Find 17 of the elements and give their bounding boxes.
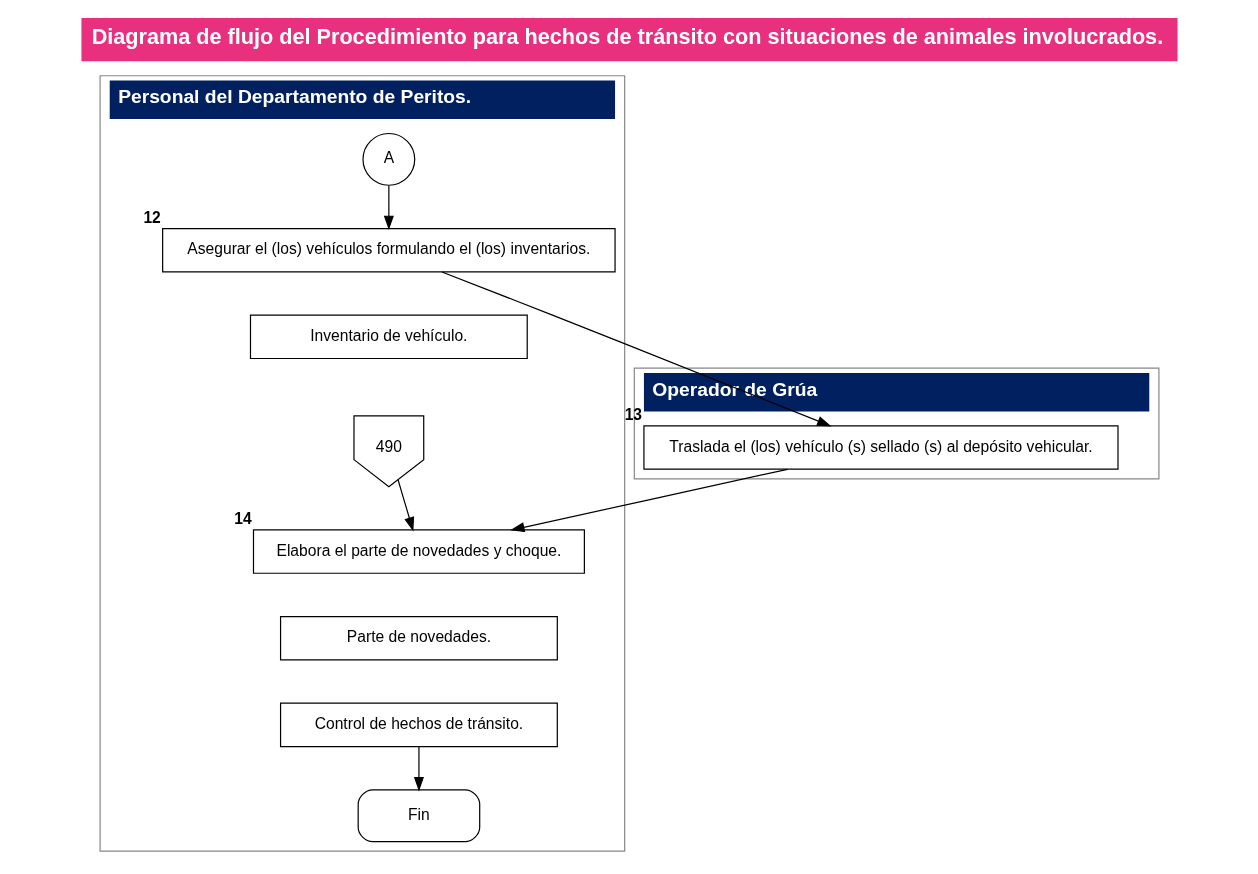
node-box: Asegurar el (los) vehículos formulando el (los) inventarios. [161, 227, 616, 273]
node-box: Control de hechos de tránsito. [279, 702, 558, 748]
arrow [396, 479, 414, 532]
node-label: 14 [233, 510, 252, 528]
node-box: Elabora el parte de novedades y choque. [252, 529, 585, 574]
arrow [509, 468, 788, 533]
node-box: Traslada el (los) vehículo (s) sellado (s) al depósito vehicular. [642, 425, 1119, 470]
diagram-title: Diagrama de flujo del Procedimiento para hechos de tránsito con situaciones de animales involucrados. [91, 23, 1163, 49]
node-circle: A [361, 132, 415, 186]
node-box: Fin [357, 789, 480, 843]
arrow [383, 185, 394, 231]
arrow [413, 746, 424, 792]
node-box: Inventario de vehículo. [249, 314, 528, 360]
arrow [440, 271, 831, 427]
node-label: 12 [142, 209, 161, 227]
node-label: 13 [624, 406, 642, 424]
node-box: Parte de novedades. [279, 616, 558, 661]
